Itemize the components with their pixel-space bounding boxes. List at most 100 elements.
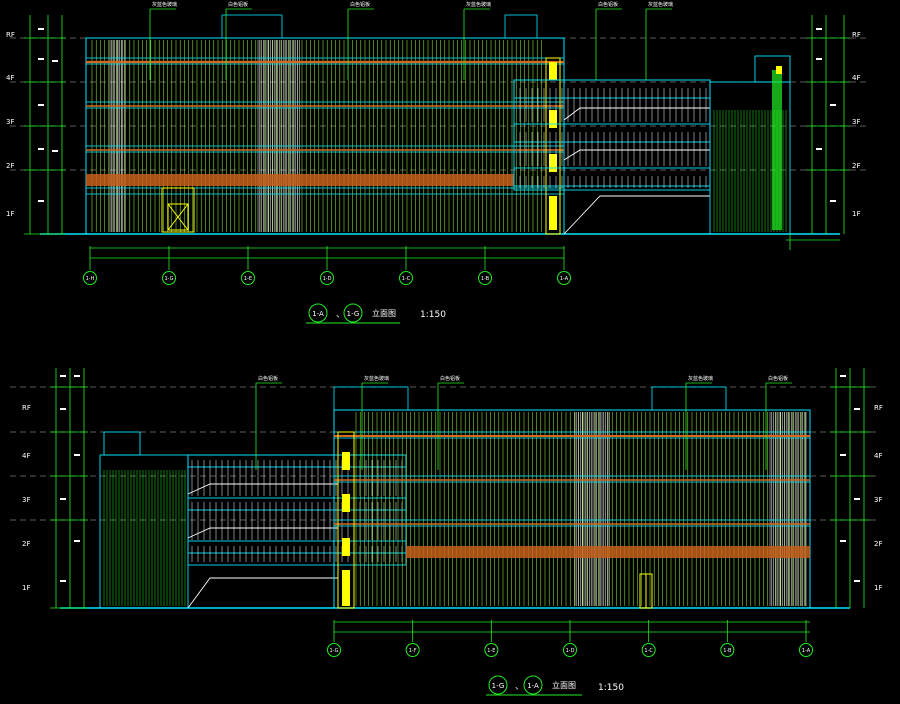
material-callout-label: 白色铝板 <box>440 375 460 382</box>
left-floor-labels: RF 4F 3F 2F 1F <box>22 404 31 592</box>
material-callout-label: 灰蓝色玻璃 <box>688 375 713 382</box>
title-scale: 1:150 <box>420 310 446 320</box>
axis-label: 1-D <box>566 648 575 654</box>
axis-label: 1-A <box>802 648 811 654</box>
axis-bubble <box>557 271 571 285</box>
title-axis-to: 1-A <box>527 682 539 690</box>
floor-label-3f: 3F <box>22 496 30 504</box>
ramp-railings <box>519 88 707 188</box>
floor-label-1f: 1F <box>874 584 882 592</box>
axis-label: 1-G <box>329 648 338 654</box>
material-callout-label: 灰蓝色玻璃 <box>152 1 177 8</box>
axis-bubble <box>83 271 97 285</box>
axis-bubble <box>720 643 735 657</box>
axis-label: 1-E <box>487 648 495 654</box>
right-stair-block <box>709 55 791 235</box>
axis-markers: 1-G 1-F 1-E 1-D 1-C 1-B 1-A <box>327 620 813 657</box>
left-dim-ticks <box>60 375 80 582</box>
left-dimension-column <box>24 15 66 235</box>
left-stair-block <box>99 431 189 609</box>
axis-bubble <box>799 643 813 657</box>
title-text: 立面图 <box>372 308 396 318</box>
axis-label: 1-H <box>86 276 95 282</box>
floor-label-3f: 3F <box>6 118 14 126</box>
material-callout-label: 白色铝板 <box>768 375 788 382</box>
material-callout-label: 灰蓝色玻璃 <box>648 1 673 8</box>
yellow-core-column <box>545 57 561 235</box>
ramp-railings <box>191 460 403 562</box>
axis-dimension-lines <box>334 621 810 633</box>
drawing-title: 1-G 、 1-A 立面图 1:150 <box>486 675 624 696</box>
floor-label-4f: 4F <box>22 452 30 460</box>
axis-bubble <box>641 643 656 657</box>
axis-label: 1-A <box>560 276 569 282</box>
axis-label: 1-B <box>481 276 490 282</box>
material-callouts: 白色铝板 灰蓝色玻璃 白色铝板 灰蓝色玻璃 白色铝板 <box>255 375 792 470</box>
right-floor-labels: RF 4F 3F 2F 1F <box>874 404 883 592</box>
floor-label-4f: 4F <box>852 74 860 82</box>
axis-bubble <box>399 271 413 285</box>
title-axis-from: 1-G <box>492 682 505 690</box>
floor-label-4f: 4F <box>874 452 882 460</box>
floor-bands <box>333 431 811 558</box>
title-axis-from: 1-A <box>312 310 324 318</box>
floor-label-1f: 1F <box>22 584 30 592</box>
axis-label: 1-C <box>644 648 653 654</box>
axis-bubble <box>484 643 499 657</box>
title-axis-to: 1-G <box>347 310 360 318</box>
main-building-block <box>85 14 565 235</box>
left-block-fins <box>103 470 186 606</box>
material-callout-label: 白色铝板 <box>258 375 278 382</box>
axis-label: 1-D <box>323 276 332 282</box>
axis-label: 1-F <box>409 648 417 654</box>
floor-label-3f: 3F <box>852 118 860 126</box>
axis-label: 1-G <box>164 276 173 282</box>
left-dimension-column <box>50 368 88 609</box>
entrance-door <box>161 187 195 233</box>
right-ground-mark <box>786 234 840 250</box>
right-dimension-column <box>830 368 870 608</box>
material-callout-label: 灰蓝色玻璃 <box>364 375 389 382</box>
axis-bubble <box>405 643 420 657</box>
floor-label-4f: 4F <box>6 74 14 82</box>
axis-label: 1-E <box>244 276 252 282</box>
material-callouts: 灰蓝色玻璃 白色铝板 白色铝板 灰蓝色玻璃 白色铝板 灰蓝色玻璃 <box>149 1 673 80</box>
entrance-door <box>639 573 653 609</box>
axis-bubble <box>478 271 492 285</box>
axis-bubble <box>162 271 176 285</box>
axis-label: 1-C <box>402 276 411 282</box>
floor-label-rf: RF <box>874 404 883 412</box>
floor-label-2f: 2F <box>22 540 30 548</box>
right-dimension-column <box>806 15 850 234</box>
right-floor-labels: RF 4F 3F 2F 1F <box>852 31 861 218</box>
floor-label-2f: 2F <box>852 162 860 170</box>
floor-label-1f: 1F <box>852 210 860 218</box>
axis-bubble <box>320 271 334 285</box>
material-callout-label: 灰蓝色玻璃 <box>466 1 491 8</box>
left-dim-ticks <box>38 28 58 202</box>
material-callout-label: 白色铝板 <box>598 1 618 8</box>
bottom-elevation: RF 4F 3F 2F 1F RF 4F 3F 2F 1F <box>10 368 883 696</box>
facade-fins <box>355 412 807 606</box>
axis-bubble <box>563 643 577 657</box>
material-callout-label: 白色铝板 <box>350 1 370 8</box>
floor-label-1f: 1F <box>6 210 14 218</box>
title-scale: 1:150 <box>598 683 624 693</box>
title-separator: 、 <box>515 682 524 692</box>
right-dim-ticks <box>816 28 836 202</box>
axis-markers: 1-H 1-G 1-E 1-D 1-C 1-B 1-A <box>83 246 571 285</box>
main-building-block <box>333 386 811 609</box>
yellow-core-column <box>337 431 355 609</box>
facade-fins <box>91 40 542 232</box>
drawing-title: 1-A 、 1-G 立面图 1:150 <box>306 303 446 324</box>
floor-label-rf: RF <box>22 404 31 412</box>
right-dim-ticks <box>840 375 860 582</box>
material-callout-label: 白色铝板 <box>228 1 248 8</box>
axis-label: 1-B <box>723 648 732 654</box>
top-elevation: RF 4F 3F 2F 1F RF 4F 3F 2F 1F <box>6 1 870 324</box>
floor-label-rf: RF <box>852 31 861 39</box>
title-text: 立面图 <box>552 680 576 690</box>
